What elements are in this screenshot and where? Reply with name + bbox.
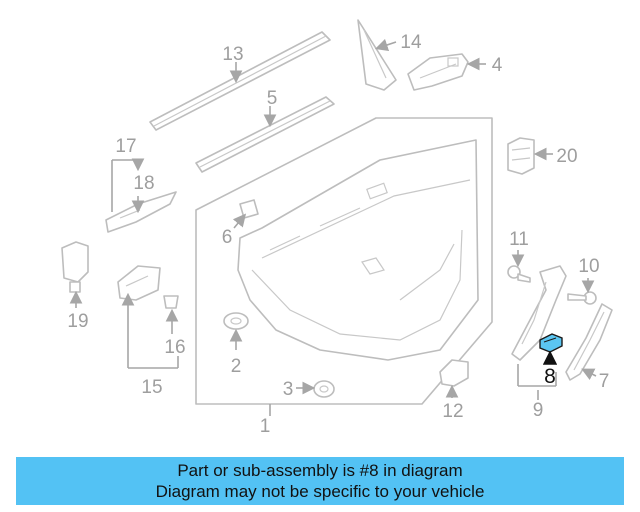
part-19-connector [61, 241, 89, 293]
part-16-bulb [163, 295, 179, 309]
callout-4: 4 [492, 55, 503, 76]
part-12-switch [439, 359, 469, 387]
part-10-screw [567, 291, 597, 305]
callout-7: 7 [599, 371, 610, 392]
part-3-screw [313, 380, 335, 398]
callout-20: 20 [556, 146, 577, 167]
callout-3: 3 [283, 379, 294, 400]
banner-line-part-number: Part or sub-assembly is #8 in diagram [177, 461, 463, 480]
callout-12: 12 [442, 401, 463, 422]
callout-6: 6 [222, 227, 233, 248]
part-18-bracket [105, 191, 177, 233]
callout-10: 10 [578, 256, 599, 277]
callout-15: 15 [141, 377, 162, 398]
part-9-pull-handle [511, 265, 567, 361]
callout-11: 11 [509, 229, 529, 250]
callout-14: 14 [400, 32, 422, 53]
part-11-screw [507, 265, 531, 283]
callout-5: 5 [267, 88, 278, 109]
part-6-clip [239, 199, 259, 219]
part-20-window-switch [507, 137, 535, 175]
part-5-weatherstrip [195, 96, 335, 173]
info-banner: Part or sub-assembly is #8 in diagram Di… [16, 457, 624, 505]
callout-18: 18 [133, 173, 154, 194]
part-1-door-trim-panel [195, 117, 493, 405]
leader-lines [69, 38, 597, 416]
callout-1: 1 [260, 416, 271, 437]
part-2-push-clip [223, 312, 249, 330]
callout-labels: 1 2 3 4 5 6 7 8 9 10 11 12 13 14 15 16 1… [67, 32, 609, 437]
callout-16: 16 [164, 337, 185, 358]
callout-13: 13 [222, 44, 243, 65]
part-8-clip-highlighted [539, 333, 563, 353]
parts-diagram: 1 2 3 4 5 6 7 8 9 10 11 12 13 14 15 16 1… [61, 19, 613, 437]
part-15-lamp-housing [117, 265, 161, 301]
banner-line-disclaimer: Diagram may not be specific to your vehi… [155, 482, 485, 501]
callout-19: 19 [67, 311, 88, 332]
callout-17: 17 [115, 136, 136, 157]
callout-8-highlighted: 8 [544, 365, 556, 388]
callout-9: 9 [533, 400, 544, 421]
part-14-mirror-cover [357, 19, 397, 91]
part-4-inner-handle [407, 53, 469, 91]
part-7-trim-strip [565, 303, 613, 381]
callout-2: 2 [231, 356, 242, 377]
